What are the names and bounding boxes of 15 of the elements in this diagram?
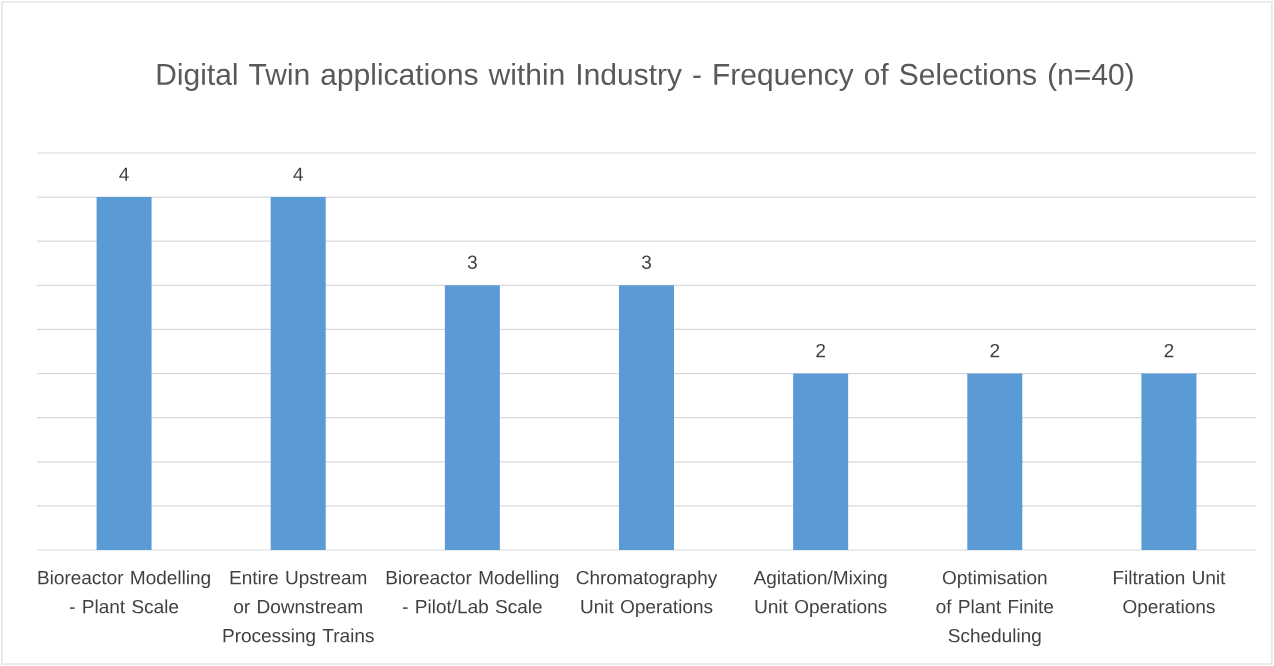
category-label: Entire Upstream or Downstream Processing Trains bbox=[223, 570, 374, 647]
data-label: 2 bbox=[816, 343, 825, 358]
data-label: 2 bbox=[990, 343, 1000, 358]
data-label: 3 bbox=[641, 255, 651, 269]
category-label: Bioreactor Modelling - Plant Scale bbox=[38, 570, 210, 614]
data-label: 2 bbox=[1164, 343, 1174, 358]
category-label: Filtration Unit Operations bbox=[1114, 570, 1226, 618]
data-label: 4 bbox=[119, 167, 129, 181]
category-label: Bioreactor Modelling - Pilot/Lab Scale bbox=[386, 570, 559, 614]
chart-title: Digital Twin applications within Industry - Frequency of Selections (n=40) bbox=[157, 63, 1133, 91]
data-label: 3 bbox=[467, 255, 477, 269]
data-label: 4 bbox=[293, 167, 303, 181]
category-label: Optimisation of Plant Finite Scheduling bbox=[936, 570, 1054, 647]
category-label: Chromatography Unit Operations bbox=[576, 570, 718, 618]
category-label: Agitation/Mixing Unit Operations bbox=[753, 570, 887, 618]
